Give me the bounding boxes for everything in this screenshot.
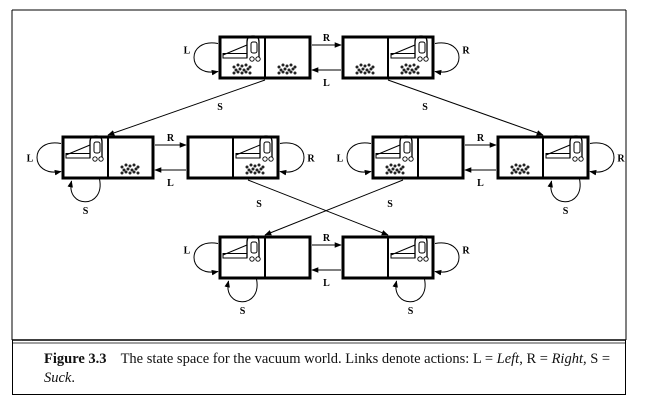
- right-label: R: [462, 246, 470, 257]
- state-s4: [186, 135, 280, 180]
- right-label: R: [307, 154, 315, 165]
- state-s5: [371, 135, 465, 180]
- suck-edge: [247, 179, 389, 236]
- state-s2: [341, 35, 435, 80]
- left-label: L: [27, 154, 34, 165]
- caption-right-word: Right: [551, 351, 583, 367]
- suck-self-loop: [547, 178, 581, 203]
- caption-left-word: Left: [496, 351, 520, 367]
- right-label: R: [617, 154, 625, 165]
- right-self-loop: [279, 142, 305, 176]
- caption-text-4: .: [71, 370, 75, 386]
- caption-text-1: The state space for the vacuum world. Li…: [120, 351, 497, 367]
- left-label: L: [477, 178, 484, 189]
- transition-labels: R L R L R L R L L L L L R R R R S S S S S S S S: [27, 33, 626, 317]
- left-label: L: [184, 246, 191, 257]
- right-self-loop: [434, 242, 460, 276]
- suck-label: S: [408, 306, 414, 317]
- right-label: R: [477, 133, 485, 144]
- right-self-loop: [434, 42, 460, 76]
- state-s1: [218, 35, 312, 80]
- suck-self-loop: [392, 278, 426, 303]
- right-self-loop: [589, 142, 615, 176]
- suck-label: S: [240, 306, 246, 317]
- left-self-loop: [346, 142, 372, 176]
- suck-self-loop: [224, 278, 258, 303]
- left-self-loop: [36, 142, 62, 176]
- suck-edge: [107, 79, 266, 136]
- state-nodes: [61, 35, 590, 280]
- suck-self-loop: [67, 178, 101, 203]
- figure-caption: Figure 3.3 The state space for the vacuum…: [44, 350, 619, 388]
- state-s8: [341, 235, 435, 280]
- transition-edges: [36, 42, 615, 303]
- left-label: L: [337, 154, 344, 165]
- left-label: L: [184, 46, 191, 57]
- right-label: R: [323, 33, 331, 44]
- left-self-loop: [193, 242, 219, 276]
- left-label: L: [323, 78, 330, 89]
- suck-label: S: [256, 199, 262, 210]
- suck-edge: [387, 79, 544, 136]
- left-self-loop: [193, 42, 219, 76]
- suck-label: S: [563, 206, 569, 217]
- suck-label: S: [422, 102, 428, 113]
- caption-suck-word: Suck: [44, 370, 72, 386]
- suck-edge: [264, 179, 404, 236]
- state-s3: [61, 135, 155, 180]
- suck-label: S: [217, 102, 223, 113]
- state-s6: [496, 135, 590, 180]
- suck-label: S: [387, 199, 393, 210]
- suck-label: S: [83, 206, 89, 217]
- right-label: R: [323, 233, 331, 244]
- caption-text-3: , S =: [582, 351, 611, 367]
- right-label: R: [167, 133, 175, 144]
- state-s7: [218, 235, 312, 280]
- right-label: R: [462, 46, 470, 57]
- caption-text-2: , R =: [519, 351, 552, 367]
- caption-box: [12, 340, 626, 395]
- figure-number: Figure 3.3: [44, 351, 107, 367]
- left-label: L: [323, 278, 330, 289]
- left-label: L: [167, 178, 174, 189]
